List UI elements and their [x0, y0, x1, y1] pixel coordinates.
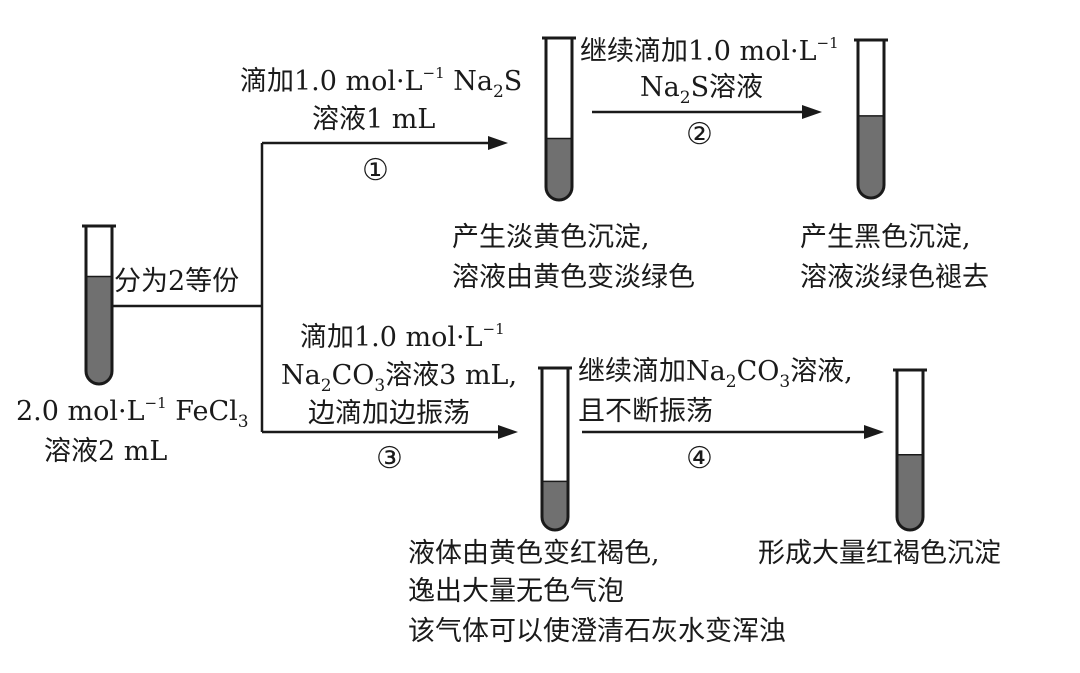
tube-2	[854, 38, 888, 200]
tube-wall	[84, 226, 114, 386]
obs2-line2: 溶液淡绿色褪去	[800, 262, 989, 293]
tube-wall	[540, 368, 570, 532]
obs3-line3: 该气体可以使澄清石灰水变浑浊	[408, 616, 786, 647]
arrowhead-2	[802, 105, 822, 119]
tube-wall	[544, 38, 574, 202]
arrowhead-1	[488, 136, 508, 150]
tube-liquid	[542, 481, 568, 530]
arrow-1	[262, 136, 508, 150]
tube-4	[893, 368, 927, 532]
tube-liquid	[897, 454, 923, 530]
step4-line2: 且不断振荡	[578, 396, 713, 427]
step3-line2: Na2CO3溶液3 mL,	[281, 360, 517, 396]
step3-line3: 边滴加边振荡	[308, 398, 470, 429]
start-label-line2: 溶液2 mL	[44, 436, 167, 467]
obs4-line1: 形成大量红褐色沉淀	[758, 538, 1001, 569]
obs3-line2: 逸出大量无色气泡	[408, 576, 624, 607]
tube-start	[82, 224, 116, 386]
step4-number: ④	[686, 441, 713, 476]
arrow-4	[582, 425, 884, 439]
step3-line1: 滴加1.0 mol·L−1	[300, 320, 505, 353]
step1-number: ①	[362, 153, 389, 188]
obs2-line1: 产生黑色沉淀,	[800, 222, 971, 253]
obs3-line1: 液体由黄色变红褐色,	[408, 538, 660, 569]
tube-1	[542, 36, 576, 202]
step2-line2: Na2S溶液	[640, 72, 763, 108]
tube-liquid	[858, 115, 884, 198]
obs1-line2: 溶液由黄色变淡绿色	[452, 262, 695, 293]
tube-liquid	[86, 276, 112, 384]
step1-line2: 溶液1 mL	[312, 104, 435, 135]
tube-liquid	[546, 138, 572, 200]
step4-line1: 继续滴加Na2CO3溶液,	[578, 356, 853, 392]
tube-wall	[895, 370, 925, 532]
tube-3	[538, 366, 572, 532]
arrow-2	[592, 105, 822, 119]
step2-line1: 继续滴加1.0 mol·L−1	[580, 34, 839, 67]
tube-wall	[856, 40, 886, 200]
arrowhead-4	[864, 425, 884, 439]
branch-lines	[112, 143, 264, 432]
step3-number: ③	[376, 441, 403, 476]
arrowhead-3	[498, 425, 518, 439]
step1-line1: 滴加1.0 mol·L−1 Na2S	[240, 64, 522, 102]
arrow-3	[262, 425, 518, 439]
obs1-line1: 产生淡黄色沉淀,	[452, 222, 650, 253]
split-label: 分为2等份	[114, 266, 239, 297]
start-label-line1: 2.0 mol·L−1 FeCl3	[16, 394, 249, 432]
step2-number: ②	[686, 117, 713, 152]
